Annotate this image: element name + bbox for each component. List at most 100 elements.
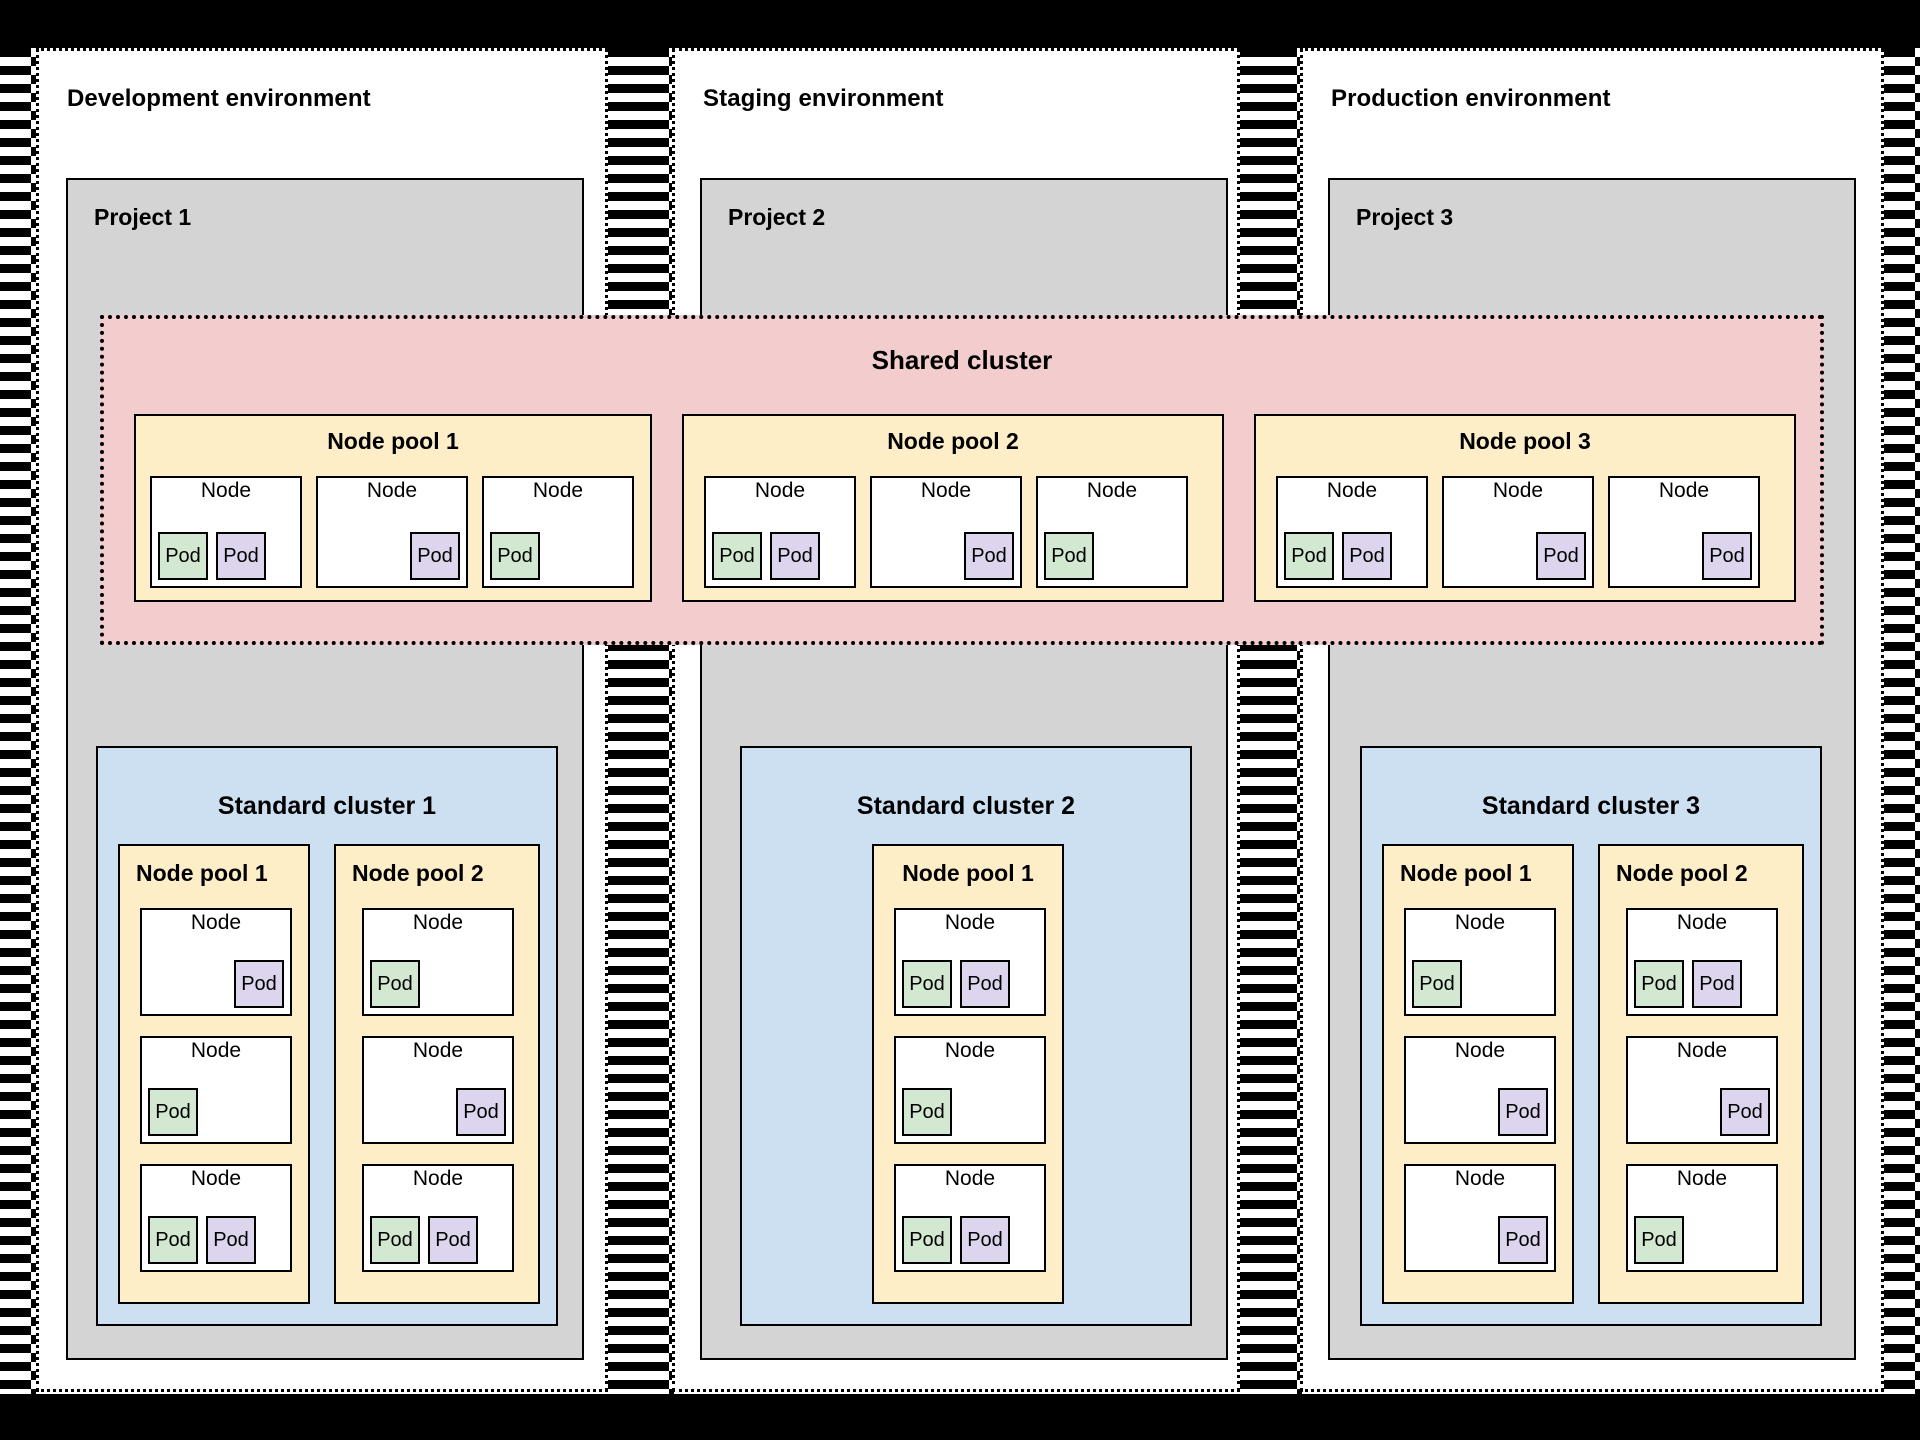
node: Node Pod [140,908,292,1016]
pod: Pod [1284,532,1334,580]
standard-cluster-1: Standard cluster 1 Node pool 1 Node Pod … [96,746,558,1326]
node-label: Node [944,1039,996,1062]
node: Node Pod [1626,1036,1778,1144]
node: Node Pod Pod [1626,908,1778,1016]
standard-cluster-3: Standard cluster 3 Node pool 1 Node Pod … [1360,746,1822,1326]
pod: Pod [234,960,284,1008]
pod-group: Pod [364,1062,512,1142]
pod: Pod [410,532,460,580]
node-label: Node [1454,1167,1506,1190]
node: Node Pod [140,1036,292,1144]
std2-node-pool-1: Node pool 1 Node Pod Pod Node Pod Node P… [872,844,1064,1304]
node-pool-title: Node pool 3 [1459,428,1591,454]
pod-group: Pod [1406,1190,1554,1270]
node: Node Pod Pod [894,908,1046,1016]
node: Node Pod [1404,1036,1556,1144]
pod: Pod [964,532,1014,580]
node-label: Node [1658,479,1710,502]
standard-cluster-title: Standard cluster 1 [217,792,437,820]
pod-group: Pod [872,502,1020,586]
pod: Pod [1044,532,1094,580]
pod: Pod [712,532,762,580]
node-pool-title: Node pool 1 [327,428,459,454]
project-title: Project 1 [94,204,192,230]
node-label: Node [1676,1039,1728,1062]
node: Node Pod [1404,908,1556,1016]
pod: Pod [960,1216,1010,1264]
node-label: Node [412,1167,464,1190]
pod: Pod [428,1216,478,1264]
node-label: Node [1676,1167,1728,1190]
top-border-bar [0,0,1920,48]
pod: Pod [1702,532,1752,580]
node-label: Node [190,1167,242,1190]
pod: Pod [370,960,420,1008]
node: Node Pod [1036,476,1188,588]
pod-group: Pod Pod [1278,502,1426,586]
shared-cluster: Shared cluster Node pool 1 Node Pod Pod … [100,315,1824,645]
pod: Pod [960,960,1010,1008]
node: Node Pod Pod [362,1164,514,1272]
node-label: Node [532,479,584,502]
standard-cluster-title: Standard cluster 2 [856,792,1076,820]
node-label: Node [1492,479,1544,502]
node: Node Pod Pod [1276,476,1428,588]
node-pool-title: Node pool 1 [902,860,1034,886]
pod-group: Pod [1038,502,1186,586]
node-label: Node [1676,911,1728,934]
pod-group: Pod Pod [1628,934,1776,1014]
pod: Pod [1536,532,1586,580]
node: Node Pod [1442,476,1594,588]
std3-node-pool-1: Node pool 1 Node Pod Node Pod Node Pod [1382,844,1574,1304]
pod: Pod [1720,1088,1770,1136]
node: Node Pod Pod [140,1164,292,1272]
node: Node Pod Pod [704,476,856,588]
pod: Pod [148,1216,198,1264]
hatch-divider-left [0,48,36,1394]
node: Node Pod [316,476,468,588]
node-pool-title: Node pool 2 [1616,860,1748,886]
pod: Pod [1634,960,1684,1008]
pod-group: Pod [1406,1062,1554,1142]
pod: Pod [902,960,952,1008]
node-label: Node [1086,479,1138,502]
node: Node Pod [1626,1164,1778,1272]
hatch-divider-right [1880,48,1920,1394]
standard-cluster-2: Standard cluster 2 Node pool 1 Node Pod … [740,746,1192,1326]
std1-node-pool-1: Node pool 1 Node Pod Node Pod Node Pod P… [118,844,310,1304]
pod: Pod [206,1216,256,1264]
node-label: Node [920,479,972,502]
pod-group: Pod [1628,1190,1776,1270]
node-label: Node [412,911,464,934]
std1-node-pool-2: Node pool 2 Node Pod Node Pod Node Pod P… [334,844,540,1304]
shared-cluster-title: Shared cluster [871,345,1053,375]
pod-group: Pod Pod [364,1190,512,1270]
node: Node Pod [1404,1164,1556,1272]
pod-group: Pod Pod [706,502,854,586]
pod-group: Pod Pod [896,1190,1044,1270]
node-label: Node [366,479,418,502]
shared-node-pool-3: Node pool 3 Node Pod Pod Node Pod Node P… [1254,414,1796,602]
pod-group: Pod Pod [142,1190,290,1270]
std3-node-pool-2: Node pool 2 Node Pod Pod Node Pod Node P… [1598,844,1804,1304]
node-label: Node [190,911,242,934]
node: Node Pod Pod [894,1164,1046,1272]
project-title: Project 2 [728,204,826,230]
pod: Pod [158,532,208,580]
environment-title: Production environment [1331,85,1611,112]
pod: Pod [490,532,540,580]
pod-group: Pod [1610,502,1758,586]
node-label: Node [200,479,252,502]
node-label: Node [1454,911,1506,934]
pod: Pod [1692,960,1742,1008]
hatch-divider-staging-prod [1232,48,1302,1394]
pod-group: Pod [142,1062,290,1142]
environment-title: Staging environment [703,85,944,112]
pod: Pod [1412,960,1462,1008]
pod-group: Pod [484,502,632,586]
standard-cluster-title: Standard cluster 3 [1481,792,1701,820]
node: Node Pod [894,1036,1046,1144]
node-pool-title: Node pool 1 [136,860,268,886]
node: Node Pod Pod [150,476,302,588]
project-title: Project 3 [1356,204,1454,230]
